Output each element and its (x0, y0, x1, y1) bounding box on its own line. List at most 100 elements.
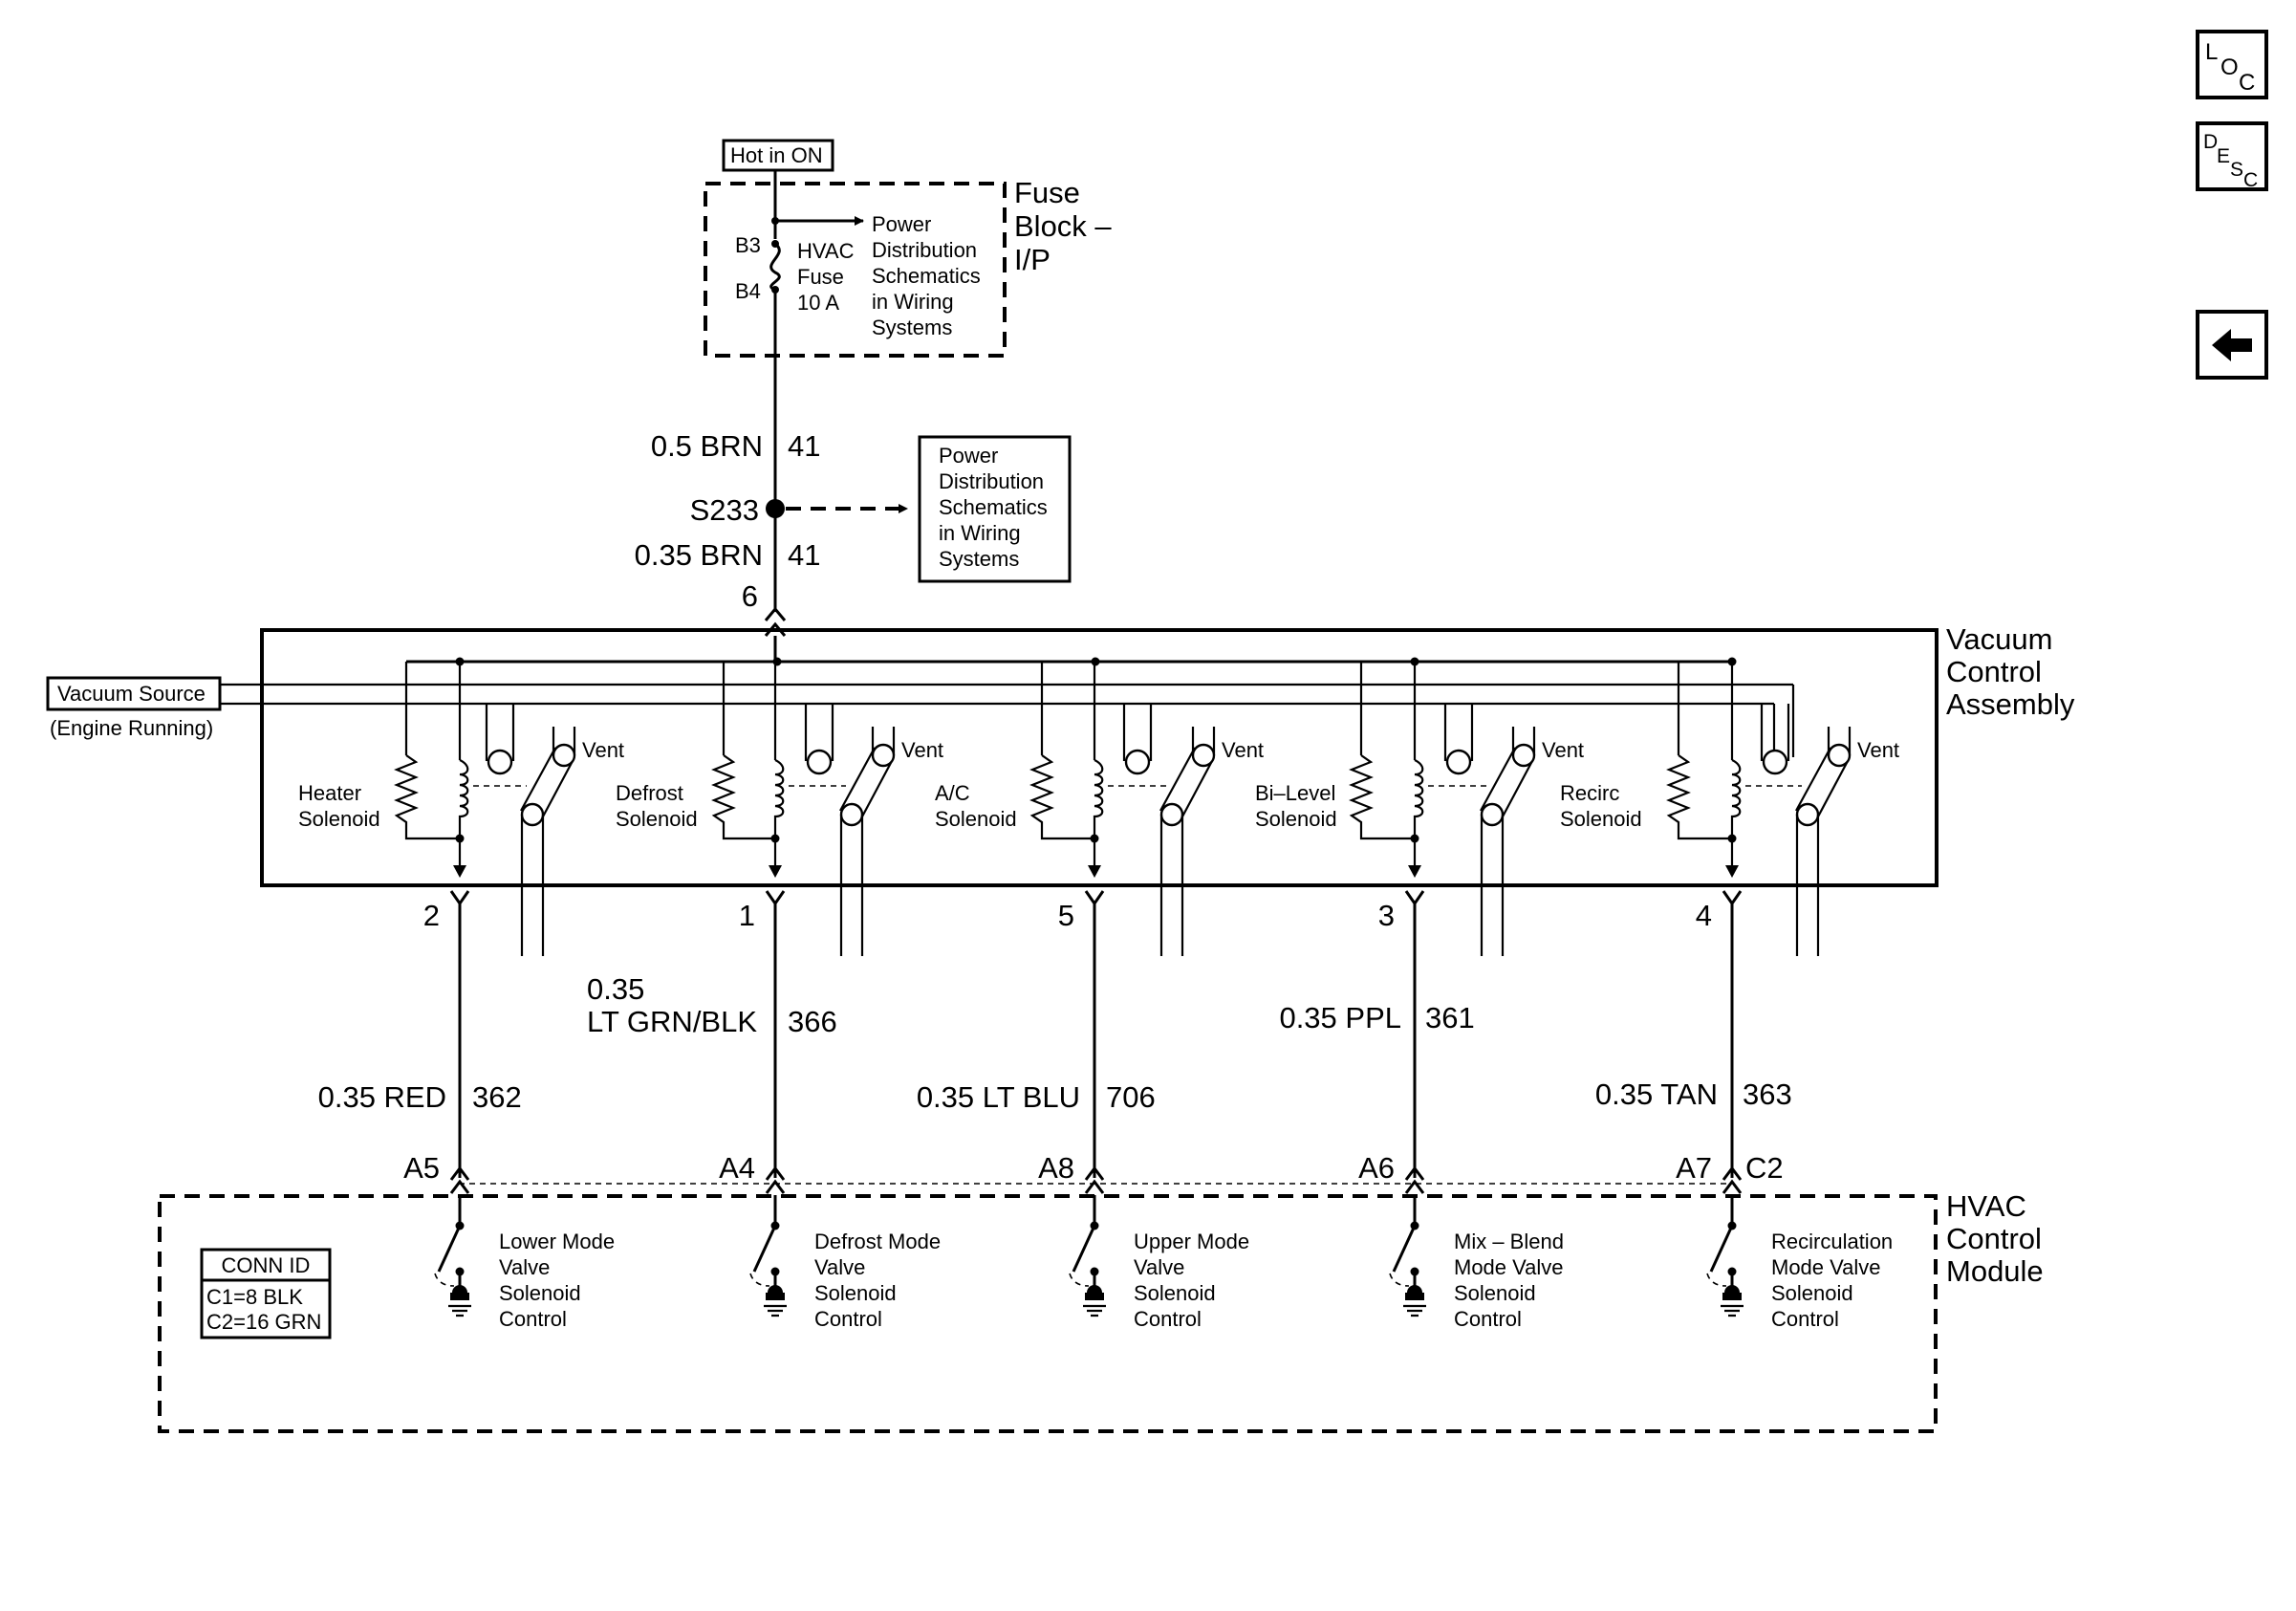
splice-ref-5: Systems (939, 547, 1019, 571)
vacuum-source-box (46, 676, 222, 711)
pin-label: 1 (739, 899, 755, 932)
vacuum-port-lines (1443, 704, 1474, 761)
switch-return-dashed (1069, 1273, 1090, 1287)
valve-pivot-circle (1795, 802, 1820, 827)
vacuum-assembly-label-3: Assembly (1946, 687, 2075, 721)
vent-valve-flap (1480, 747, 1533, 819)
module-connector-upper (1404, 1165, 1425, 1181)
vent-label: Vent (582, 738, 624, 762)
control-label-line-3: Solenoid (1134, 1281, 1216, 1305)
vacuum-hose-lines (1159, 815, 1184, 956)
pin-label: 5 (1058, 899, 1074, 932)
pin-6-label: 6 (742, 579, 758, 613)
coil-junction-node (1410, 834, 1419, 843)
fuse-block-label-1: Fuse (1014, 176, 1080, 209)
back-button[interactable] (2196, 310, 2268, 380)
switch-return-dashed (1389, 1273, 1410, 1287)
ground-icon (764, 1304, 787, 1317)
solenoid-name-line2: Solenoid (616, 807, 698, 831)
arrow-left-icon (2212, 329, 2252, 361)
pin-connector (1084, 890, 1105, 906)
wire-363-circuit: 363 (1743, 1078, 1792, 1111)
desc-button[interactable]: D E S C (2196, 121, 2268, 191)
vent-port-circle (552, 743, 576, 768)
pin-connector (765, 890, 786, 906)
loc-letter-l: L (2205, 39, 2218, 65)
vacuum-port-circle (806, 749, 833, 775)
control-label-line-4: Control (1134, 1307, 1202, 1331)
valve-pivot-circle (1159, 802, 1184, 827)
ground-dome (1407, 1285, 1422, 1293)
hot-in-on-box (722, 139, 834, 172)
ground-dome (1724, 1285, 1740, 1293)
pin-connector (1722, 890, 1743, 906)
wire-362-size: 0.35 RED (318, 1080, 446, 1114)
hvac-fuse-label-1: HVAC (797, 239, 855, 263)
splice-ref-2: Distribution (939, 469, 1044, 493)
resistor-symbol (711, 754, 775, 840)
vacuum-hose-lines (520, 815, 545, 956)
vacuum-port-circle (1124, 749, 1151, 775)
desc-letter-s: S (2230, 159, 2243, 181)
ground-icon (1083, 1304, 1106, 1317)
module-connector-upper (449, 1165, 470, 1181)
hvac-module-label-2: Control (1946, 1222, 2042, 1255)
harness-wire-3: 5A8 (1038, 890, 1105, 1194)
vent-valve-flap (1795, 747, 1849, 819)
resistor-symbol (1029, 754, 1094, 840)
switch-arm (437, 1225, 462, 1273)
pin-label: 3 (1378, 899, 1395, 932)
splice-s233-label: S233 (690, 493, 759, 527)
vacuum-port-lines (804, 704, 834, 761)
module-connector-upper (1722, 1165, 1743, 1181)
conn-id-c1: C1=8 BLK (206, 1285, 303, 1309)
fuse-ref-4: in Wiring (872, 290, 954, 314)
coil-symbol (1413, 758, 1424, 865)
vacuum-assembly-label-1: Vacuum (1946, 622, 2052, 656)
solenoid-name-line2: Solenoid (1255, 807, 1337, 831)
fuse-ref-3: Schematics (872, 264, 981, 288)
loc-letter-c: C (2239, 70, 2255, 96)
hvac-fuse-label-3: 10 A (797, 291, 839, 315)
splice-s233-node (766, 499, 785, 518)
pin-label: 2 (423, 899, 440, 932)
harness-wire-4: 3A6 (1358, 890, 1425, 1194)
solenoid-name-line1: Heater (298, 781, 361, 805)
control-label-line-2: Valve (1134, 1255, 1184, 1279)
control-label-line-4: Control (814, 1307, 882, 1331)
wire-361-circuit: 361 (1425, 1001, 1475, 1034)
solenoid-name-line2: Solenoid (935, 807, 1017, 831)
control-label-line-1: Upper Mode (1134, 1230, 1249, 1253)
ground-icon (448, 1304, 471, 1317)
coil-output-arrow (1088, 865, 1101, 878)
wire-41-top-size: 0.5 BRN (651, 429, 763, 463)
vacuum-port-lines (1760, 704, 1790, 761)
vacuum-hose-lines (1480, 815, 1505, 956)
coil-symbol (773, 758, 785, 865)
resistor-symbol (394, 754, 460, 840)
module-connector-lower (449, 1179, 470, 1194)
control-label-line-2: Valve (499, 1255, 550, 1279)
ground-block (450, 1293, 469, 1300)
loc-button[interactable]: L O C (2196, 30, 2268, 99)
hvac-module-label-3: Module (1946, 1254, 2044, 1288)
resistor-symbol (1349, 754, 1415, 840)
ground-dome (768, 1285, 783, 1293)
pin-b3-label: B3 (735, 233, 761, 257)
vacuum-port-circle (487, 749, 513, 775)
coil-symbol (1730, 758, 1742, 865)
vacuum-source-label: Vacuum Source (57, 682, 206, 706)
solenoid-name-line1: Defrost (616, 781, 683, 805)
control-label-line-2: Mode Valve (1454, 1255, 1564, 1279)
module-connector-upper (765, 1165, 786, 1181)
pin-b4-label: B4 (735, 279, 761, 303)
